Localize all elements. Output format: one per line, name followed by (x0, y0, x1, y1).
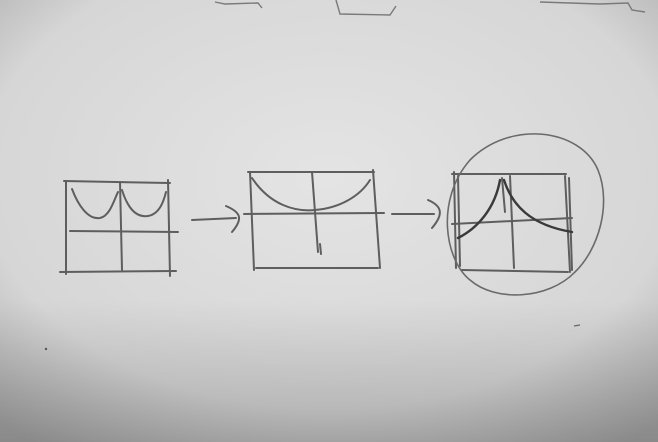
grid-1-horizontal-axis (70, 231, 178, 232)
grid-2-horizontal-axis (244, 213, 384, 214)
grid-2-vertical-tick (320, 244, 321, 254)
stray-dot (45, 348, 47, 350)
grid-1-bottom-edge (60, 271, 176, 272)
paper-shadow (0, 300, 658, 442)
